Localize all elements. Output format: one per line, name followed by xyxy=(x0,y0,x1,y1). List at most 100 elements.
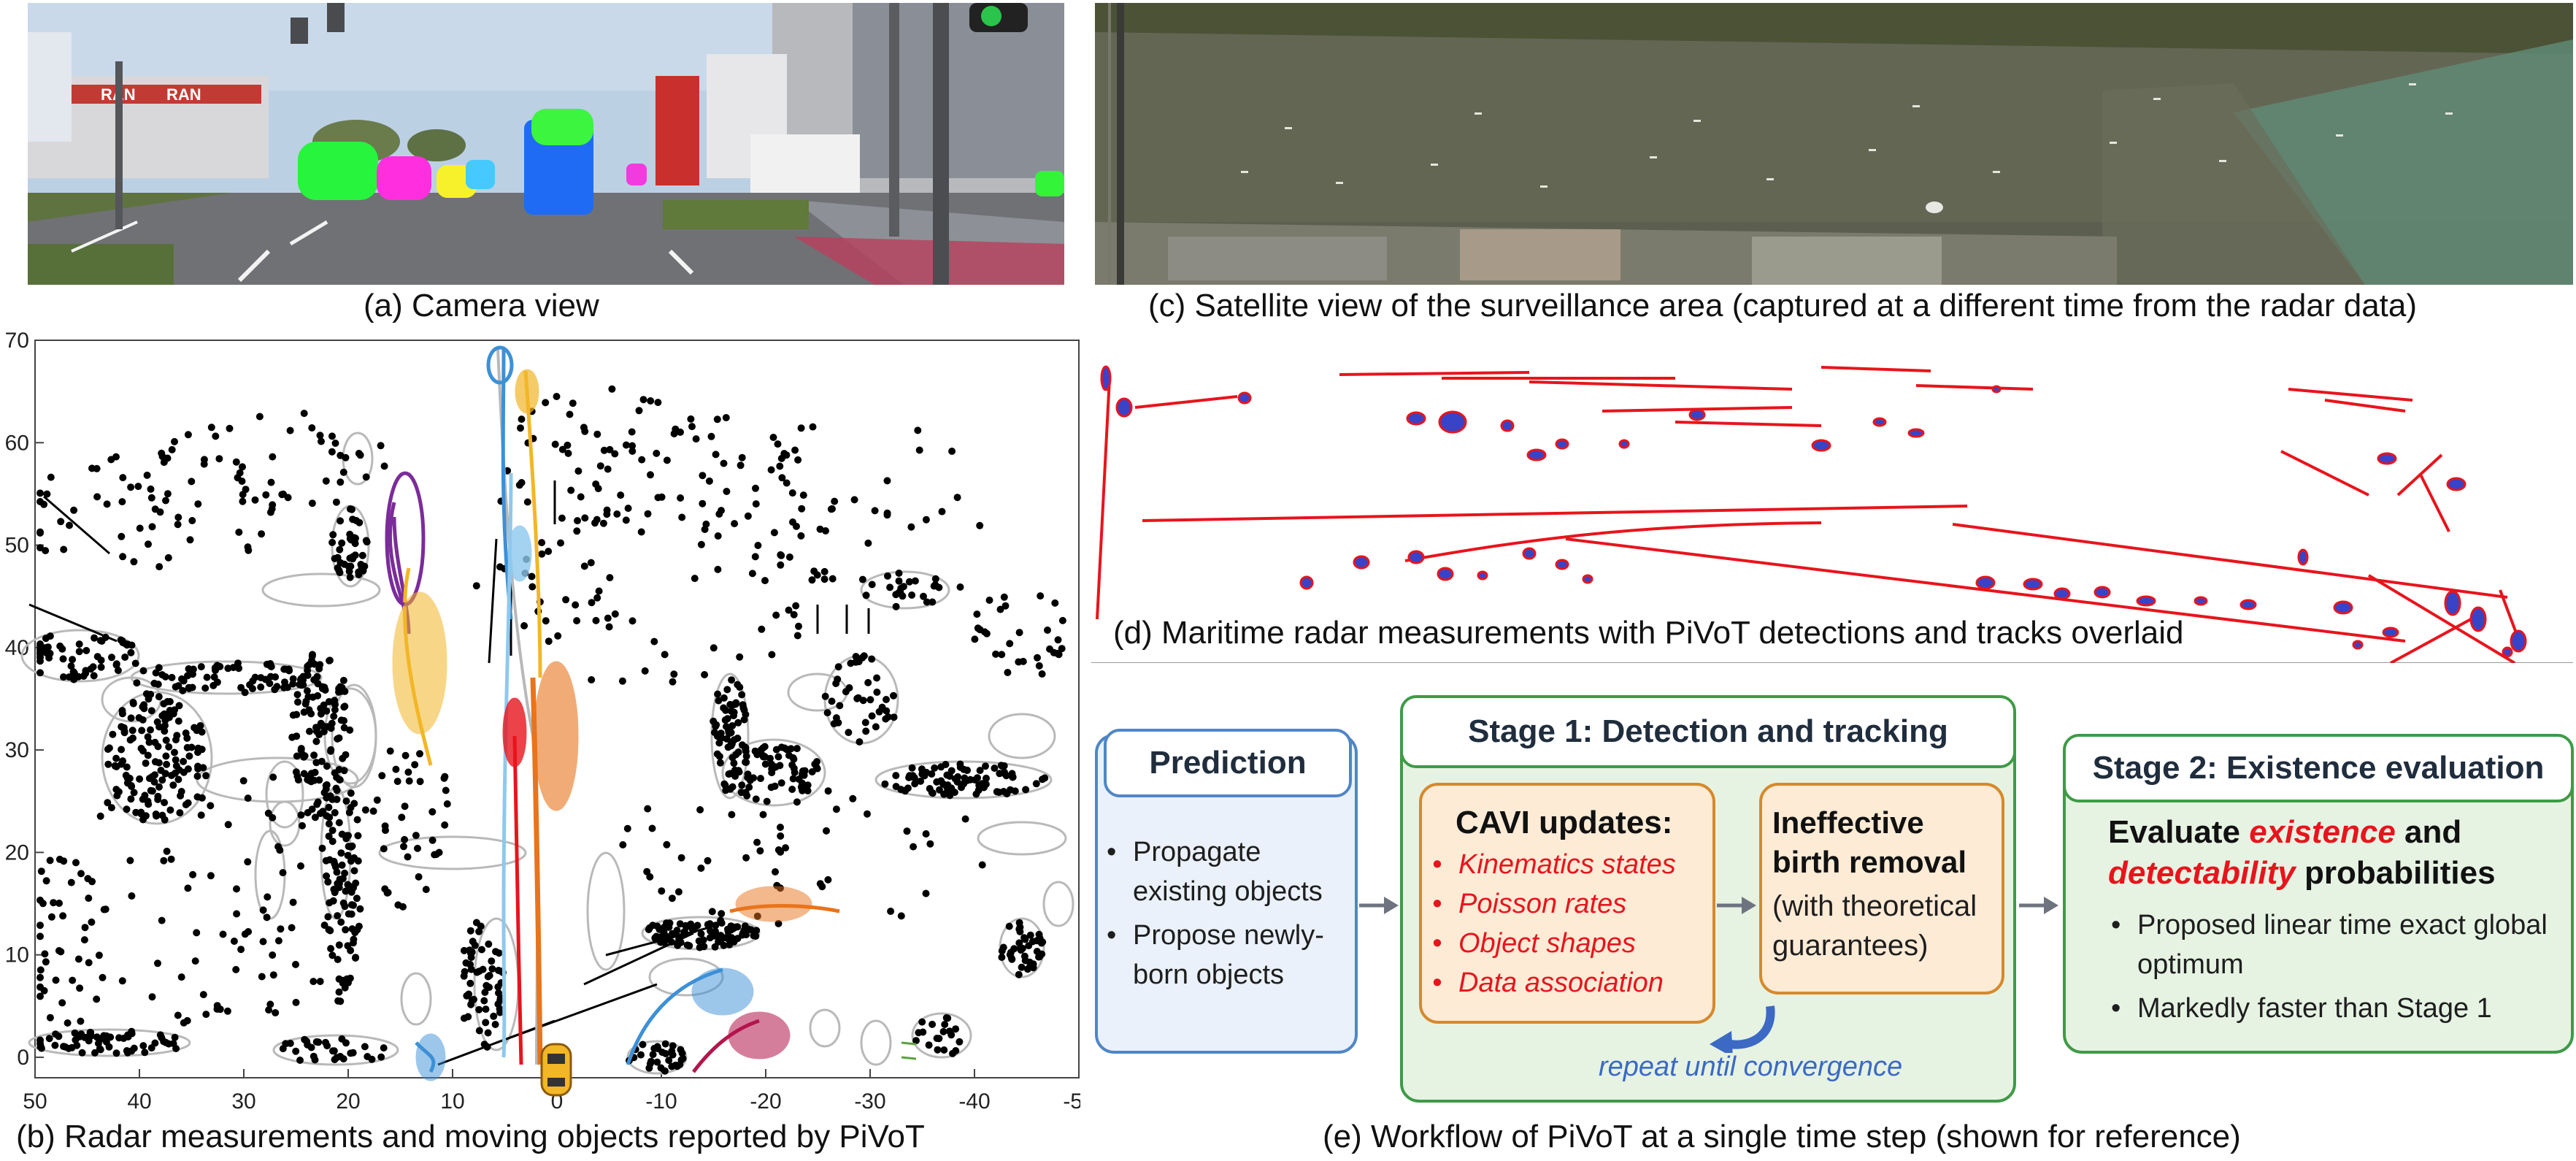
radar-point xyxy=(369,807,377,815)
radar-point xyxy=(701,526,709,533)
radar-point xyxy=(148,787,156,795)
radar-point xyxy=(144,797,152,805)
stage2-lead: Evaluate existence and detectability pro… xyxy=(2108,812,2561,894)
radar-point xyxy=(778,474,786,482)
cluster-ellipse xyxy=(721,738,826,807)
radar-point xyxy=(174,717,182,725)
radar-point xyxy=(883,509,891,517)
radar-point xyxy=(151,1039,159,1047)
radar-point xyxy=(342,797,350,805)
radar-point xyxy=(912,1037,920,1045)
radar-point xyxy=(654,399,662,407)
radar-point xyxy=(710,644,718,652)
radar-point xyxy=(828,575,837,583)
radar-point xyxy=(168,673,176,681)
radar-point xyxy=(752,500,760,508)
radar-point xyxy=(55,900,63,907)
radar-point xyxy=(730,938,738,946)
radar-point xyxy=(788,786,796,793)
radar-point xyxy=(789,518,796,526)
radar-point xyxy=(881,780,889,788)
radar-point xyxy=(171,748,178,756)
prediction-list: Propagate existing objects Propose newly… xyxy=(1104,832,1356,995)
radar-point xyxy=(237,683,245,691)
radar-point xyxy=(785,606,793,614)
radar-point xyxy=(346,505,354,513)
maritime-detection xyxy=(1438,410,1467,434)
radar-point xyxy=(324,913,332,921)
radar-point xyxy=(358,564,366,572)
radar-point xyxy=(279,869,287,877)
radar-point xyxy=(944,1014,952,1022)
radar-point xyxy=(339,676,347,684)
caption-camera-view: (a) Camera view xyxy=(364,288,599,323)
radar-point xyxy=(460,946,468,954)
radar-point xyxy=(348,842,356,850)
radar-point xyxy=(431,851,439,859)
radar-point xyxy=(790,610,798,618)
radar-point xyxy=(890,691,897,700)
radar-point xyxy=(336,545,344,553)
radar-point xyxy=(112,660,120,668)
radar-point xyxy=(658,887,666,895)
radar-point xyxy=(677,854,685,862)
radar-point xyxy=(36,992,44,1000)
radar-point xyxy=(485,940,493,948)
radar-point xyxy=(751,553,759,561)
maritime-detection xyxy=(2377,452,2397,465)
radar-point xyxy=(663,456,671,464)
radar-point xyxy=(151,505,159,513)
cavi-list: Kinematics states Poisson rates Object s… xyxy=(1429,845,1714,1003)
radar-point xyxy=(715,697,723,705)
radar-point xyxy=(744,770,752,778)
radar-point xyxy=(715,739,723,747)
radar-point xyxy=(820,575,828,583)
radar-point xyxy=(308,805,316,813)
velocity-arrow xyxy=(43,495,110,555)
radar-point xyxy=(130,789,138,797)
radar-point xyxy=(118,723,126,731)
radar-point xyxy=(154,795,162,803)
y-tick-label: 60 xyxy=(5,431,29,455)
maritime-detection xyxy=(1353,555,1370,570)
radar-point xyxy=(142,759,150,767)
radar-point xyxy=(269,773,277,781)
maritime-detection xyxy=(1811,439,1831,452)
radar-point xyxy=(482,981,491,989)
radar-point xyxy=(284,494,292,502)
radar-point xyxy=(223,1007,231,1015)
radar-point xyxy=(346,573,354,581)
radar-point xyxy=(55,1032,63,1041)
repeat-label: repeat until convergence xyxy=(1599,1051,1903,1082)
arrow-right-icon xyxy=(2019,897,2058,914)
stage2-item: Markedly faster than Stage 1 xyxy=(2111,989,2561,1028)
radar-point xyxy=(637,1051,645,1059)
radar-point xyxy=(274,843,282,851)
radar-point xyxy=(341,903,349,911)
radar-point xyxy=(917,777,925,785)
radar-point xyxy=(892,591,900,599)
radar-point xyxy=(933,1035,941,1042)
radar-point xyxy=(60,673,67,681)
radar-point xyxy=(171,1033,179,1041)
radar-point xyxy=(1005,922,1013,930)
camera-view-image: RAN RAN xyxy=(28,3,1064,285)
radar-point xyxy=(587,559,595,567)
radar-point xyxy=(849,794,857,802)
radar-point xyxy=(777,824,784,831)
radar-point xyxy=(742,854,750,862)
segmented-object xyxy=(531,109,593,145)
radar-point xyxy=(196,721,204,729)
birth-removal-box xyxy=(1759,783,2004,995)
radar-point xyxy=(922,516,930,524)
radar-point xyxy=(606,574,614,582)
radar-point xyxy=(96,812,104,820)
radar-point xyxy=(495,949,503,957)
radar-point xyxy=(158,811,166,819)
radar-point xyxy=(297,675,305,683)
radar-point xyxy=(774,753,783,761)
radar-point xyxy=(800,771,808,779)
radar-point xyxy=(405,777,413,785)
radar-point xyxy=(108,654,115,662)
radar-point xyxy=(161,799,169,807)
